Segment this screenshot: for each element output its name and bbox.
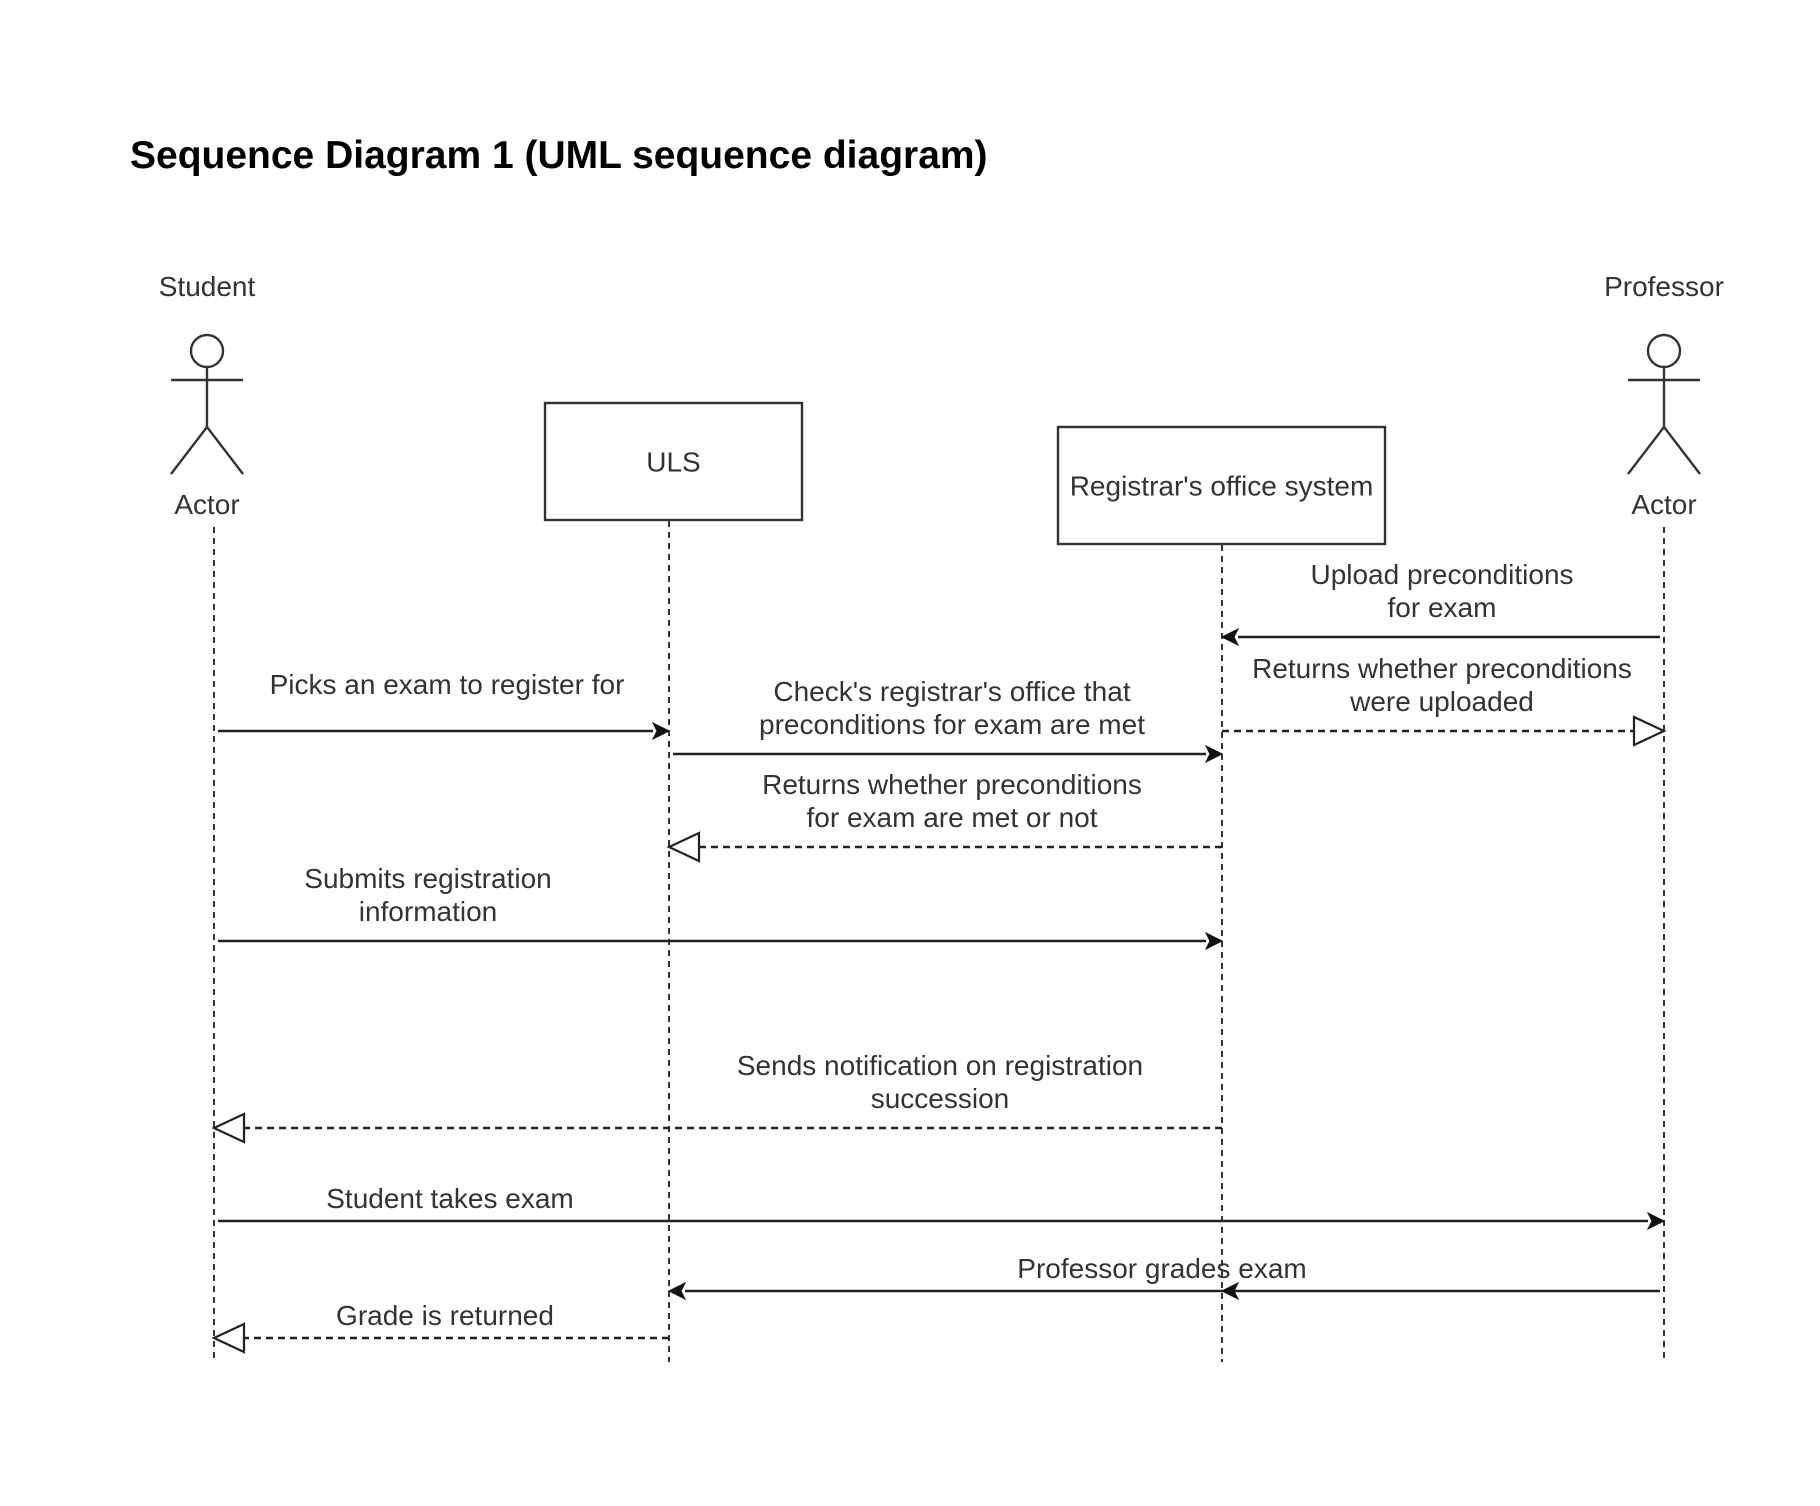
message-4: Check's registrar's office thatprecondit… <box>673 676 1224 764</box>
message-3: Picks an exam to register for <box>218 669 671 741</box>
message-label: Professor grades exam <box>1017 1253 1306 1284</box>
message-label: Returns whether preconditions <box>762 769 1142 800</box>
message-label: Returns whether preconditions <box>1252 653 1632 684</box>
message-label: were uploaded <box>1349 686 1534 717</box>
message-label: Picks an exam to register for <box>270 669 625 700</box>
filled-arrowhead-icon <box>1220 627 1240 647</box>
message-label: succession <box>871 1083 1010 1114</box>
filled-arrowhead-icon <box>667 1281 687 1301</box>
registrar-participant-box: Registrar's office system <box>1056 425 1387 546</box>
message-label: Submits registration <box>304 863 551 894</box>
stick-figure-icon <box>1627 333 1701 475</box>
message-label: Grade is returned <box>336 1300 554 1331</box>
filled-arrowhead-icon <box>651 721 671 741</box>
message-label: for exam are met or not <box>806 802 1097 833</box>
filled-arrowhead-icon <box>1204 744 1224 764</box>
open-arrowhead-icon <box>1632 715 1667 747</box>
stick-figure-icon <box>170 333 244 475</box>
student-actor-caption: Actor <box>174 489 239 520</box>
filled-arrowhead-icon <box>1220 1281 1240 1301</box>
message-label: preconditions for exam are met <box>759 709 1145 740</box>
professor-actor-name: Professor <box>1604 271 1724 302</box>
open-arrowhead-icon <box>211 1112 246 1144</box>
uls-participant-box: ULS <box>543 401 804 522</box>
student-actor-name: Student <box>159 271 256 302</box>
message-9: Professor grades exam <box>667 1253 1660 1301</box>
page-title: Sequence Diagram 1 (UML sequence diagram… <box>130 134 988 177</box>
message-label: information <box>359 896 498 927</box>
message-label: Sends notification on registration <box>737 1050 1143 1081</box>
open-arrowhead-icon <box>211 1322 246 1354</box>
message-label: Check's registrar's office that <box>773 676 1130 707</box>
message-7: Sends notification on registrationsucces… <box>211 1050 1222 1144</box>
message-8: Student takes exam <box>218 1183 1666 1231</box>
uls-name: ULS <box>646 447 700 478</box>
filled-arrowhead-icon <box>1204 931 1224 951</box>
open-arrowhead-icon <box>666 831 701 863</box>
message-label: Student takes exam <box>326 1183 573 1214</box>
message-10: Grade is returned <box>211 1300 669 1354</box>
message-label: Upload preconditions <box>1310 559 1573 590</box>
professor-actor-caption: Actor <box>1631 489 1696 520</box>
registrar-name: Registrar's office system <box>1070 471 1374 502</box>
filled-arrowhead-icon <box>1646 1211 1666 1231</box>
message-label: for exam <box>1388 592 1497 623</box>
registrar-box <box>1056 425 1387 546</box>
uls-box <box>543 401 804 522</box>
